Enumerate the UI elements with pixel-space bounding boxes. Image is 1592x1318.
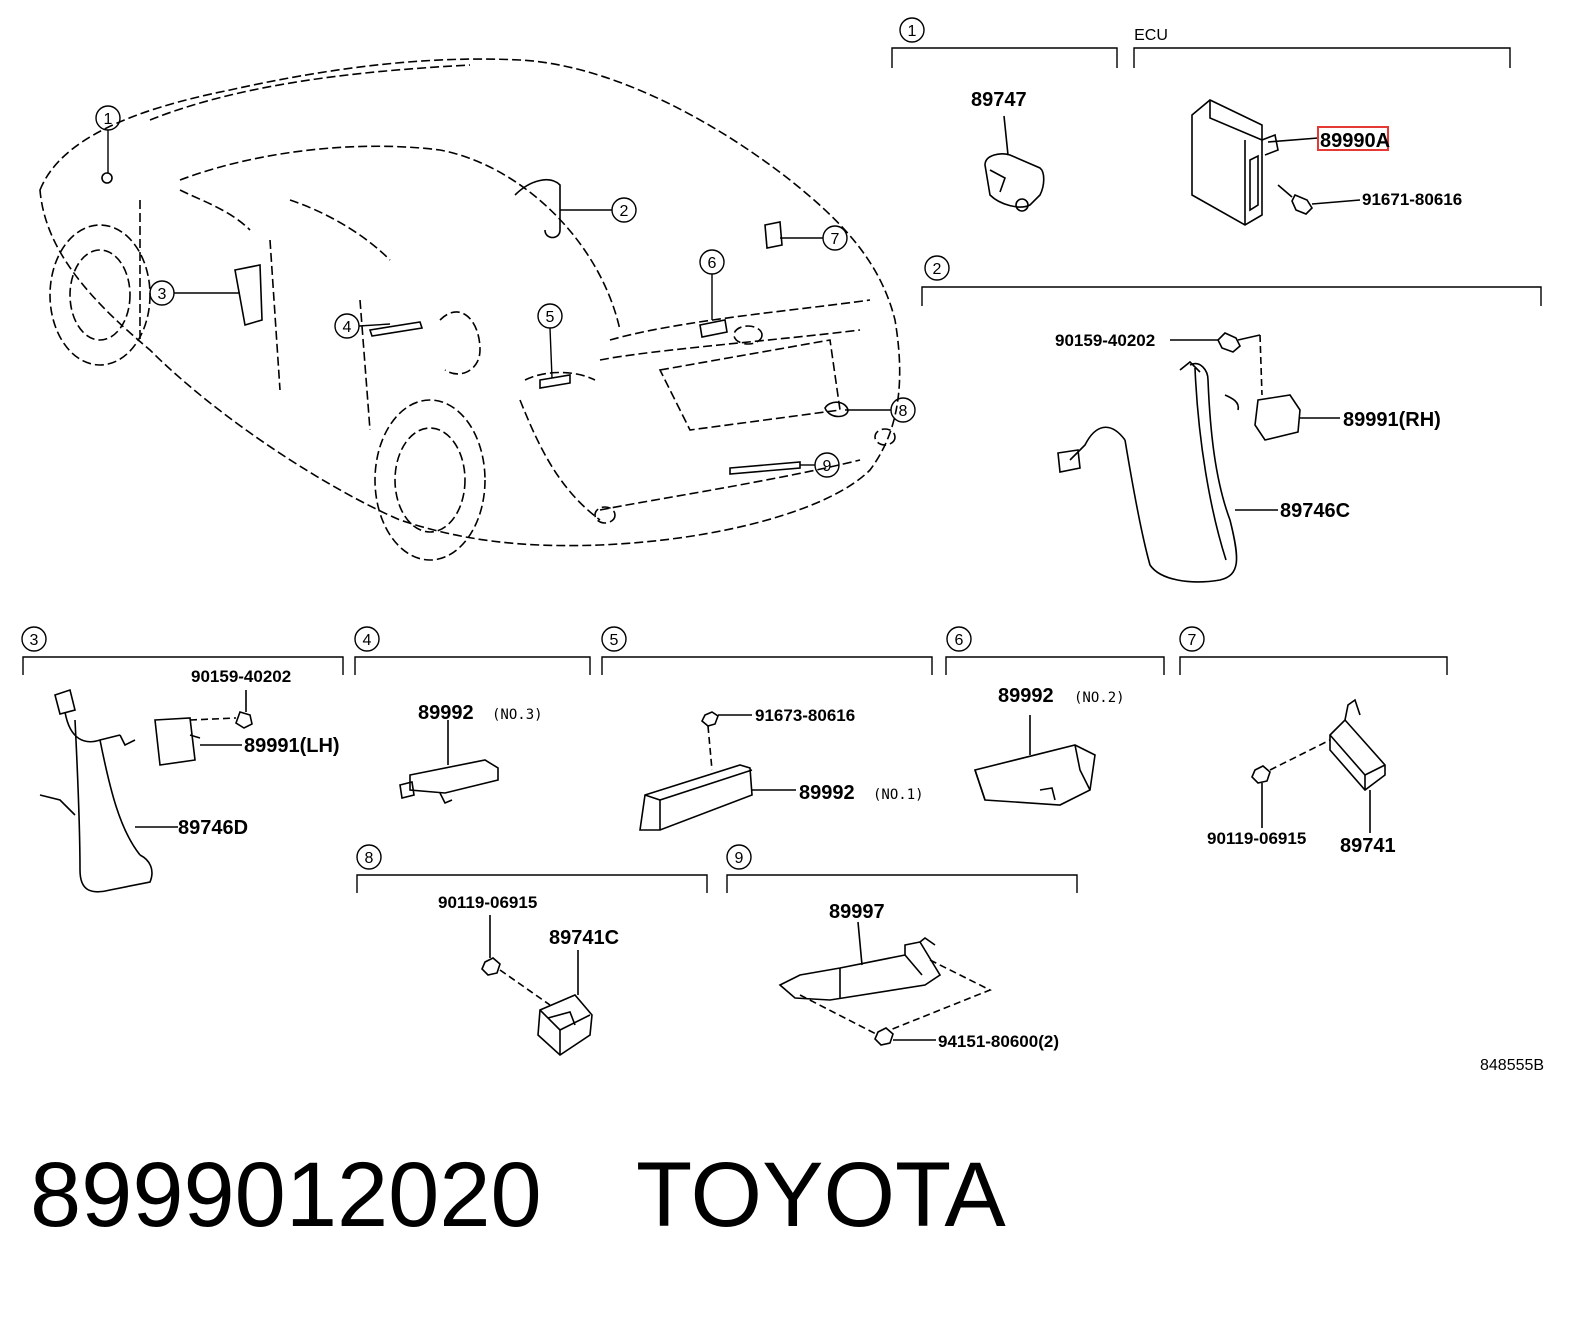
part-label-89746d: 89746D xyxy=(178,817,248,839)
group-numbers: 1 ECU 2 3 4 5 6 7 8 9 xyxy=(30,23,1197,867)
group-5-number: 5 xyxy=(610,632,619,649)
part-label-89746c: 89746C xyxy=(1280,500,1350,522)
footer-part-number: 8999012020 xyxy=(30,1144,542,1246)
antenna-89992-no2-sketch xyxy=(973,715,1096,806)
receiver-89741c-sketch xyxy=(481,915,593,1057)
group-7-number: 7 xyxy=(1188,632,1197,649)
part-label-89992-no1: 89992 xyxy=(799,782,855,804)
car-callout-7: 7 xyxy=(831,231,840,248)
car-callout-9: 9 xyxy=(823,458,832,475)
part-label-89990a: 89990A xyxy=(1320,130,1390,152)
car-callout-2: 2 xyxy=(620,203,629,220)
part-label-94151-80600: 94151-80600(2) xyxy=(938,1032,1059,1051)
part-label-89741: 89741 xyxy=(1340,835,1396,857)
group-ecu-title: ECU xyxy=(1134,27,1168,44)
part-label-89997: 89997 xyxy=(829,901,885,923)
car-callout-3: 3 xyxy=(158,286,167,303)
car-callout-5: 5 xyxy=(546,309,555,326)
group-8-number: 8 xyxy=(365,850,374,867)
vehicle-part-sketches xyxy=(101,172,849,475)
footer-brand: TOYOTA xyxy=(636,1144,1006,1246)
vehicle-callout-numbers: 1 2 3 4 5 6 7 8 9 xyxy=(104,111,908,475)
qualifier-no3: (NO.3) xyxy=(492,707,543,723)
sensor-89747-sketch xyxy=(984,115,1045,212)
part-label-89992-no2: 89992 xyxy=(998,685,1054,707)
group-2-number: 2 xyxy=(933,261,942,278)
vehicle-illustration xyxy=(39,58,901,561)
part-label-91673-80616: 91673-80616 xyxy=(755,706,855,725)
part-label-89747: 89747 xyxy=(971,89,1027,111)
car-callout-1: 1 xyxy=(104,111,113,128)
antenna-89992-no3-sketch xyxy=(399,720,499,805)
antenna-89992-no1-sketch xyxy=(639,711,796,831)
antenna-89997-sketch xyxy=(778,921,992,1046)
reference-code: 848555B xyxy=(1480,1057,1544,1074)
group-brackets xyxy=(21,17,1542,893)
part-label-90119-06915-g8: 90119-06915 xyxy=(438,893,537,912)
part-label-90119-06915-g7: 90119-06915 xyxy=(1207,829,1306,848)
part-label-89991-rh: 89991(RH) xyxy=(1343,409,1441,431)
car-callout-6: 6 xyxy=(708,255,717,272)
part-label-90159-40202-g3: 90159-40202 xyxy=(191,667,291,686)
group-1-number: 1 xyxy=(908,23,917,40)
part-label-89741c: 89741C xyxy=(549,927,619,949)
vehicle-callouts xyxy=(95,105,916,478)
part-label-89991-lh: 89991(LH) xyxy=(244,735,340,757)
harness-89746d-sketch xyxy=(39,688,253,893)
group-4-number: 4 xyxy=(363,632,372,649)
part-label-91671-80616: 91671-80616 xyxy=(1362,190,1462,209)
car-callout-4: 4 xyxy=(343,319,352,336)
qualifier-no1: (NO.1) xyxy=(873,787,924,803)
part-sketches xyxy=(39,99,1386,1057)
group-6-number: 6 xyxy=(955,632,964,649)
part-label-89992-no3: 89992 xyxy=(418,702,474,724)
receiver-89741-sketch xyxy=(1251,698,1386,833)
qualifier-no2: (NO.2) xyxy=(1074,690,1125,706)
highlight-box xyxy=(1317,126,1389,151)
harness-89746c-sketch xyxy=(1057,332,1340,583)
car-callout-8: 8 xyxy=(899,403,908,420)
group-9-number: 9 xyxy=(735,850,744,867)
part-label-90159-40202-g2: 90159-40202 xyxy=(1055,331,1155,350)
group-3-number: 3 xyxy=(30,632,39,649)
ecu-89990a-sketch xyxy=(1191,99,1361,226)
part-labels: 89747 89990A 91671-80616 90159-40202 899… xyxy=(178,89,1544,1074)
